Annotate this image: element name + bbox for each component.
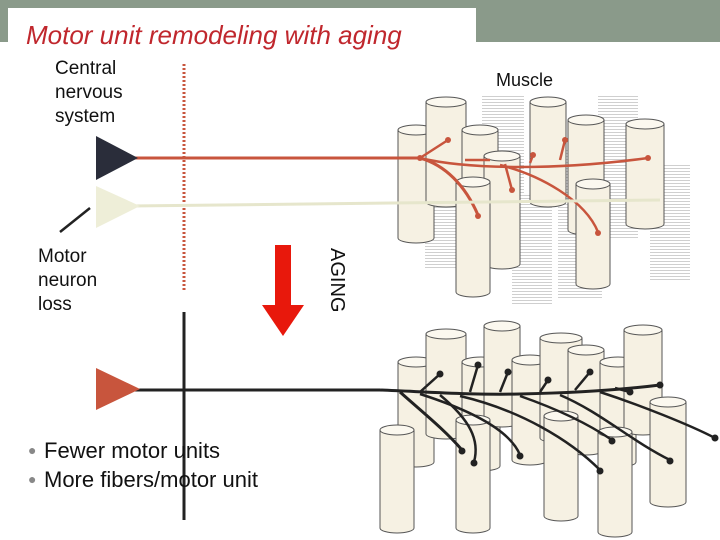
muscle-fiber-icon (649, 396, 687, 508)
motor-neuron-bottom (96, 361, 719, 475)
muscle-fiber-icon (455, 176, 491, 298)
pointer-line (59, 207, 91, 233)
muscle-fiber-icon (575, 178, 611, 290)
neuron-triangle-icon (96, 368, 140, 410)
bullet-list: ●Fewer motor units ●More fibers/motor un… (28, 436, 258, 494)
neuron-triangle-icon (96, 186, 140, 228)
label-muscle: Muscle (496, 70, 554, 90)
bullet-dot-icon: ● (28, 471, 37, 487)
bullet-dot-icon: ● (28, 442, 37, 458)
muscle-fiber-icon (597, 426, 633, 538)
page-title: Motor unit remodeling with aging (26, 20, 402, 50)
motor-neuron-lost (59, 186, 661, 233)
motor-neuron-red-top (96, 136, 651, 236)
label-aging: AGING (326, 248, 348, 313)
muscle-fiber-icon (543, 410, 579, 522)
muscle-fiber-icon (425, 328, 467, 440)
muscle-fiber-icon (529, 96, 567, 208)
muscle-fiber-icon (379, 424, 415, 534)
bullet-item: ●More fibers/motor unit (28, 467, 258, 492)
neuron-triangle-icon (96, 136, 138, 180)
title-box: Motor unit remodeling with aging (8, 8, 476, 50)
label-motor-neuron-loss: Motor neuron loss (38, 246, 98, 315)
down-arrow-icon (262, 245, 304, 336)
label-central-nervous-system: Central nervous system (55, 58, 123, 127)
muscle-fiber-icon (625, 118, 665, 230)
bullet-item: ●Fewer motor units (28, 438, 221, 463)
muscle-fibers-bottom (379, 320, 687, 538)
